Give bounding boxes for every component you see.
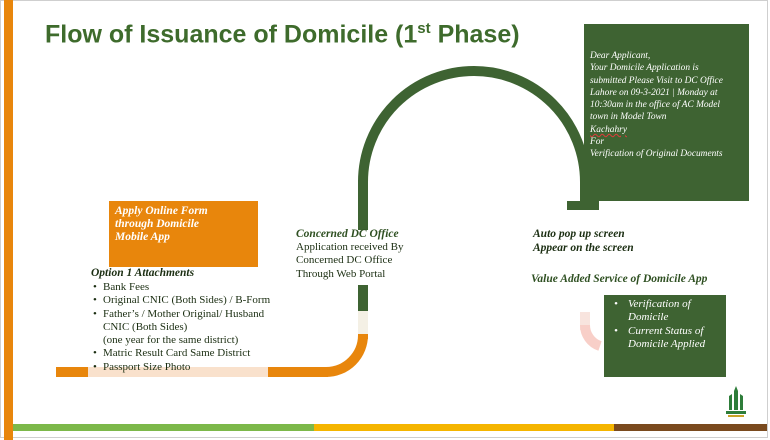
flow-curve-bottom bbox=[325, 334, 368, 377]
flow-segment-green-lower bbox=[358, 285, 368, 311]
notice-line: town in Model Town Kachahry For bbox=[590, 112, 667, 148]
value-added-service-box: Verification of Domicile Current Status … bbox=[604, 295, 726, 377]
vas-item: Current Status of Domicile Applied bbox=[614, 325, 722, 352]
flow-segment-right-pale bbox=[580, 312, 590, 330]
attachment-item-note: (one year for the same district) bbox=[103, 334, 239, 347]
attachment-item: Father’s / Mother Original/ Husband CNIC… bbox=[93, 308, 278, 335]
applicant-notice-box: Dear Applicant, Your Domicile Applicatio… bbox=[584, 24, 749, 201]
attachments-list: Bank Fees Original CNIC (Both Sides) / B… bbox=[93, 281, 278, 374]
building-emblem-icon bbox=[726, 386, 746, 417]
apply-line: through Domicile bbox=[115, 218, 200, 230]
attachment-item: Original CNIC (Both Sides) / B-Form bbox=[93, 294, 278, 308]
auto-popup-text: Auto pop up screen Appear on the screen bbox=[533, 228, 634, 255]
footer-bar-brown bbox=[614, 424, 767, 431]
dc-line: Through Web Portal bbox=[296, 267, 386, 280]
flow-segment-lead bbox=[268, 367, 328, 377]
attachment-item: Matric Result Card Same District bbox=[93, 347, 278, 361]
notice-line: submitted Please Visit to DC Office bbox=[590, 75, 723, 86]
slide-title: Flow of Issuance of Domicile (1st Phase) bbox=[45, 20, 520, 49]
apply-online-box: Apply Online Form through Domicile Mobil… bbox=[109, 201, 258, 267]
flow-curve-right-bottom bbox=[579, 324, 602, 351]
attachment-item: Passport Size Photo bbox=[93, 361, 278, 375]
footer-bar-green bbox=[13, 424, 314, 431]
flow-segment-pale bbox=[358, 310, 368, 334]
notice-line: Verification of Original Documents bbox=[590, 149, 723, 160]
popup-line: Appear on the screen bbox=[533, 241, 634, 254]
notice-line: Dear Applicant, bbox=[590, 51, 651, 61]
flow-segment-orange-up bbox=[358, 333, 368, 339]
notice-line: Lahore on 09-3-2021 | Monday at bbox=[590, 87, 718, 98]
vas-item: Verification of Domicile bbox=[614, 298, 722, 325]
value-added-service-title: Value Added Service of Domicile App bbox=[531, 273, 708, 285]
attachment-item: Bank Fees bbox=[93, 281, 278, 295]
left-accent-bar bbox=[4, 0, 13, 440]
dc-line: Concerned DC Office bbox=[296, 254, 393, 267]
notice-line: 10:30am in the office of AC Model bbox=[590, 100, 721, 111]
flow-arch bbox=[358, 66, 590, 183]
flow-segment-green-upper bbox=[358, 180, 368, 230]
flow-segment-start bbox=[56, 367, 88, 377]
popup-line: Auto pop up screen bbox=[533, 228, 625, 240]
flow-connector-stub bbox=[567, 201, 599, 210]
attachments-title: Option 1 Attachments bbox=[91, 267, 195, 279]
dc-office-description: Application received By Concerned DC Off… bbox=[296, 241, 426, 281]
notice-line: Your Domicile Application is bbox=[590, 63, 699, 74]
footer-bar-amber bbox=[314, 424, 614, 431]
dc-line: Application received By bbox=[296, 241, 404, 253]
apply-line: Apply Online Form bbox=[115, 205, 208, 217]
dc-office-title: Concerned DC Office bbox=[296, 228, 399, 240]
apply-line: Mobile App bbox=[115, 231, 170, 243]
